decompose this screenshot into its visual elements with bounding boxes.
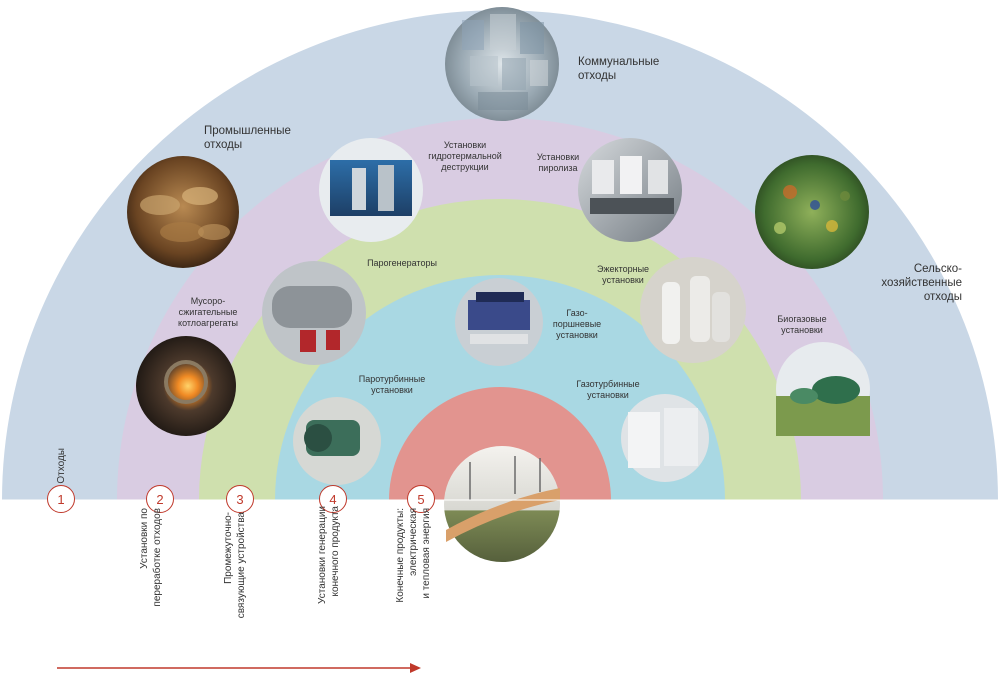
photo-ejector (640, 257, 746, 363)
photo-agricultural-waste (755, 155, 869, 269)
label-pyrolysis: Установки пиролиза (536, 152, 580, 173)
stage-label-4: Установки генерации конечного продукта (317, 506, 341, 604)
band-5-final (389, 387, 611, 500)
stage-label-5: Конечные продукты: электрическая и тепло… (395, 508, 432, 603)
stage-number-1: 1 (47, 485, 75, 513)
photo-municipal-waste (445, 7, 559, 121)
stage-number-4: 4 (319, 485, 347, 513)
stage-label-1: Отходы (56, 448, 67, 484)
stage-label-2: Установки по переработке отходов (139, 508, 163, 607)
photo-gas-turbine (621, 394, 709, 482)
stage-number-3: 3 (226, 485, 254, 513)
photo-incinerator (136, 336, 236, 436)
label-gas-turbine: Газотурбинные установки (576, 379, 640, 400)
stage-number-5: 5 (407, 485, 435, 513)
photo-final-products (444, 446, 560, 562)
stage-label-3: Промежуточно- связующие устройства (223, 512, 247, 619)
label-incinerator: Мусоро- сжигательные котлоагрегаты (178, 296, 238, 328)
label-biogas: Биогазовые установки (777, 314, 827, 335)
photo-hydrothermal (319, 138, 423, 242)
photo-industrial-waste (127, 156, 239, 268)
photo-steam-generators (262, 261, 366, 365)
label-agricultural-waste: Сельско- хозяйственные отходы (881, 263, 962, 303)
label-hydrothermal: Установки гидротермальной деструкции (428, 140, 502, 172)
photo-gas-piston (455, 278, 543, 366)
photo-steam-turbine (293, 397, 381, 485)
label-municipal-waste: Коммунальные отходы (578, 56, 660, 82)
label-industrial-waste: Промышленные отходы (204, 125, 291, 151)
stage-number-2: 2 (146, 485, 174, 513)
photo-pyrolysis (578, 138, 682, 242)
label-gas-piston: Газо- поршневые установки (552, 308, 602, 340)
process-arrow (57, 663, 421, 673)
photo-biogas (776, 342, 870, 436)
label-steam-turbine: Паротурбинные установки (358, 374, 426, 395)
label-steam-generators: Парогенераторы (367, 258, 437, 268)
label-ejector: Эжекторные установки (596, 264, 650, 285)
